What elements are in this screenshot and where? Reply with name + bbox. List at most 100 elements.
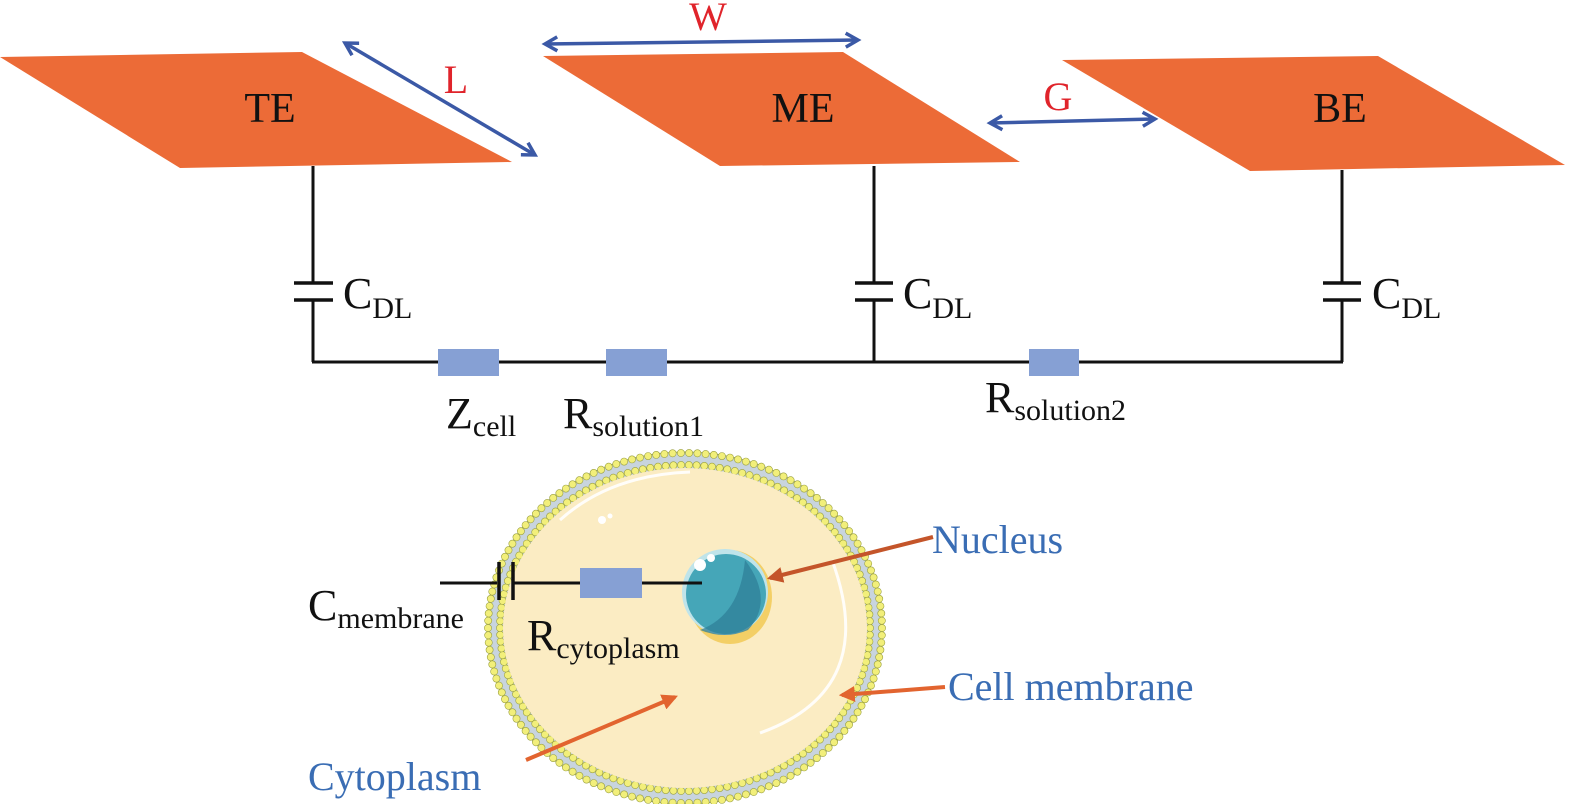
lipid-head [804, 502, 813, 511]
lipid-head [866, 624, 874, 632]
cytoplasm-label: Cytoplasm [308, 754, 481, 799]
lipid-head [862, 590, 870, 598]
width-label: W [689, 0, 727, 39]
capacitor-te: CDL [294, 269, 412, 325]
lipid-head [812, 493, 821, 502]
lipid-head [501, 695, 509, 704]
lipid-head [628, 455, 636, 464]
lipid-head [749, 788, 758, 796]
lipid-head [835, 714, 843, 723]
lipid-head [701, 450, 710, 458]
lipid-head [701, 798, 710, 804]
lipid-head [734, 455, 742, 464]
lipid-head [865, 610, 874, 619]
cell-highlight-lower [759, 559, 848, 735]
lipid-head [488, 587, 497, 596]
lipid-head [500, 658, 508, 666]
lipid-head [532, 738, 540, 747]
nucleus-pointer-arrow [766, 535, 934, 583]
lipid-head [508, 708, 517, 717]
lipid-head [521, 521, 530, 529]
lipid-head [541, 730, 549, 739]
lipid-head [582, 775, 591, 784]
lipid-head [501, 552, 509, 561]
lipid-head [800, 763, 808, 772]
lipid-head [863, 596, 872, 605]
lipid-head [835, 515, 844, 524]
lipid-head [537, 504, 546, 513]
lipid-head [669, 786, 678, 795]
lipid-head [876, 646, 885, 654]
lipid-head [830, 719, 839, 728]
lipid-head [726, 453, 734, 462]
lipid-head [779, 472, 788, 481]
lipid-head [800, 484, 808, 493]
capacitor-icon [1323, 281, 1361, 302]
lipid-head [853, 708, 862, 717]
dimension-width: W [541, 0, 862, 53]
lipid-head [543, 499, 552, 507]
lipid-head [589, 468, 598, 477]
lipid-head [830, 509, 838, 518]
lipid-head [799, 749, 807, 758]
lipid-head [604, 462, 613, 471]
lipid-head [660, 798, 669, 804]
lipid-head [830, 528, 839, 537]
lipid-head [490, 667, 499, 676]
lipid-head [692, 786, 701, 795]
lipid-head [569, 753, 577, 762]
lipid-head [709, 797, 718, 804]
lipid-head [536, 522, 544, 531]
electrode-me-label: ME [772, 86, 835, 132]
lipid-head [541, 517, 549, 526]
nucleus [682, 549, 772, 644]
lipid-head [486, 594, 495, 603]
lipid-head [685, 449, 693, 457]
lipid-head [517, 527, 525, 536]
capacitor-te-label: CDL [343, 269, 412, 325]
lipid-head [575, 476, 584, 485]
lipid-head [677, 461, 685, 469]
lipid-head [612, 460, 621, 468]
lipid-head [877, 616, 886, 625]
lipid-head [498, 651, 507, 660]
lipid-head [496, 630, 505, 639]
lipid-head [871, 580, 880, 589]
length-label: L [444, 57, 468, 102]
lipid-head [636, 453, 644, 462]
capacitor-be-label: CDL [1372, 269, 1441, 325]
lipid-head [873, 660, 882, 669]
cell-highlight [558, 470, 691, 522]
gap-label: G [1044, 74, 1073, 119]
lipid-head [835, 533, 843, 542]
cytoplasm-pointer-arrow [525, 694, 678, 762]
lipid-head [582, 472, 591, 481]
lipid-head [669, 461, 678, 470]
lipid-head [575, 771, 584, 780]
impedance-z-cell: Zcell [438, 349, 516, 443]
lipid-head [527, 714, 535, 723]
lipid-head [835, 732, 844, 741]
lipid-head [810, 507, 819, 516]
electrode-te-label: TE [244, 86, 295, 132]
lipid-head [668, 798, 677, 804]
lipid-head [757, 462, 766, 471]
cell-membrane-pointer-arrow [838, 685, 946, 702]
lipid-head [597, 782, 605, 791]
lipid-head [644, 796, 652, 804]
lipid-head [869, 573, 878, 582]
electrode-be-label: BE [1313, 86, 1367, 132]
lipid-head [821, 517, 829, 526]
membrane-lipid-heads [484, 449, 886, 804]
lipid-head [723, 782, 732, 791]
lipid-head [849, 533, 858, 542]
lipid-head [869, 674, 878, 683]
lipid-head [660, 450, 669, 458]
lipid-head [824, 743, 833, 752]
lipid-head [496, 637, 505, 646]
lipid-head [500, 590, 508, 598]
lipid-head [840, 727, 849, 735]
lipid-head [555, 489, 564, 498]
lipid-head [786, 771, 795, 780]
gap-arrow [986, 110, 1159, 132]
